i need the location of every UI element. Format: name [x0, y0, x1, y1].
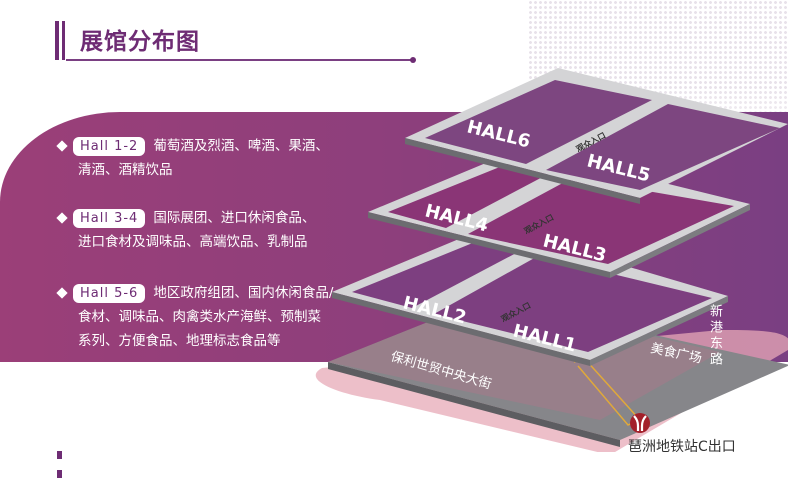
hall1-area[interactable]: [434, 256, 712, 352]
title-accent: [55, 21, 65, 60]
hall-desc: 葡萄酒及烈酒、啤酒、果酒、: [153, 138, 329, 154]
hall-item-5-6: Hall 5-6 地区政府组团、国内休闲食品/ 食材、调味品、肉禽类水产海鲜、预制…: [56, 281, 334, 353]
hall-tag: Hall 5-6: [73, 283, 146, 303]
hall2-area[interactable]: [352, 240, 520, 308]
hall-tag: Hall 1-2: [73, 136, 146, 156]
street-area: [328, 298, 720, 420]
ground-edge: [328, 362, 620, 447]
page-marker: [57, 444, 71, 478]
hall-desc: 系列、方便食品、地理标志食品等: [78, 333, 281, 349]
hall6-area[interactable]: [425, 80, 652, 164]
street-east-label: 新港东路: [707, 304, 722, 368]
title-underline: [66, 59, 412, 61]
hall-desc: 地区政府组团、国内休闲食品/: [153, 285, 334, 301]
page-title: 展馆分布图: [80, 29, 200, 55]
hall-desc: 国际展团、进口休闲食品、: [153, 210, 316, 226]
floor-3: HALL6 HALL5 观众入口: [405, 68, 788, 204]
floor-1: HALL2 HALL1 观众入口: [332, 226, 728, 366]
hall-map: 保利世贸中央大街 美食广场 HALL2 HALL1 观众入口 HALL4 HAL…: [315, 68, 788, 452]
hall-desc: 进口食材及调味品、高端饮品、乳制品: [78, 234, 308, 250]
hall-item-1-2: Hall 1-2 葡萄酒及烈酒、啤酒、果酒、 清酒、酒精饮品: [56, 134, 329, 182]
metro-logo-icon: [630, 413, 650, 433]
hall4-area[interactable]: [388, 162, 552, 228]
hall-tag: Hall 3-4: [73, 208, 146, 228]
hall-desc: 清酒、酒精饮品: [78, 162, 173, 178]
hall-desc: 食材、调味品、肉禽类水产海鲜、预制菜: [78, 309, 321, 325]
hall-item-3-4: Hall 3-4 国际展团、进口休闲食品、 进口食材及调味品、高端饮品、乳制品: [56, 206, 316, 254]
hall3-area[interactable]: [468, 178, 734, 264]
metro-exit-label: 琶洲地铁站C出口: [628, 439, 736, 452]
title-underline-dot: [410, 57, 416, 63]
hall5-area[interactable]: [546, 104, 780, 190]
floor-2: HALL4 HALL3 观众入口: [368, 148, 750, 278]
